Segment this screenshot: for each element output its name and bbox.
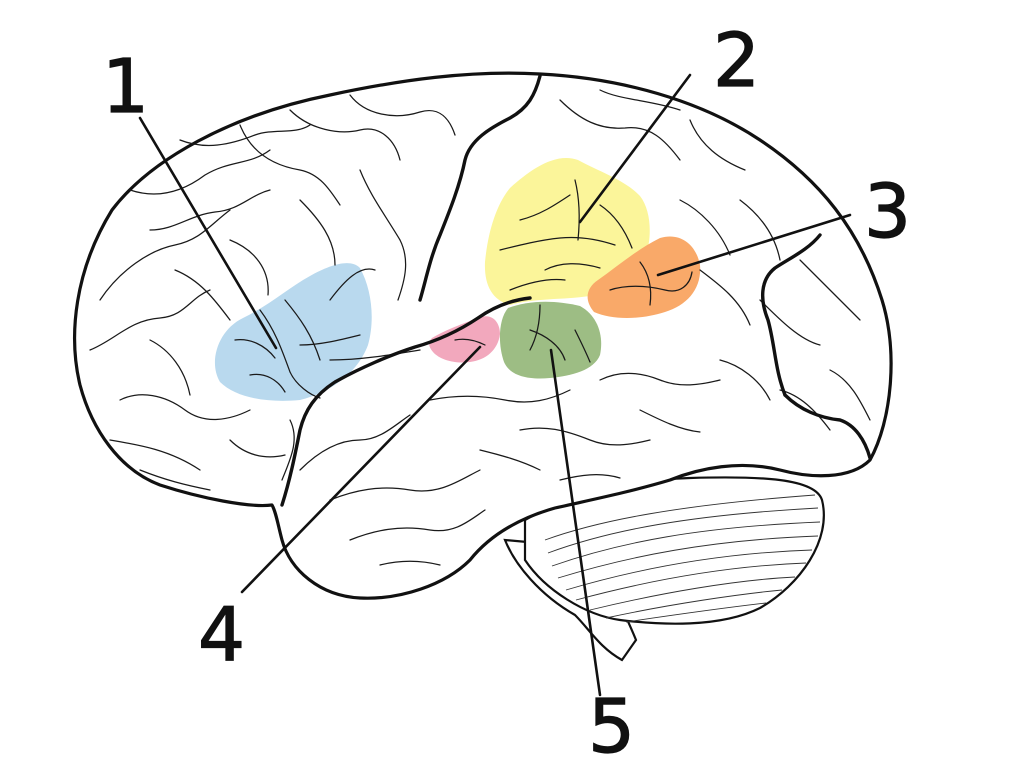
leader-line-4 (240, 345, 482, 594)
leader-line-2 (578, 73, 692, 224)
label-2: 2 (713, 18, 760, 104)
leader-line-3 (656, 213, 852, 277)
label-5: 5 (588, 684, 635, 770)
region-3-orange (587, 236, 701, 318)
gyri (89, 89, 871, 566)
cerebellum (523, 476, 825, 625)
leader-line-1 (138, 116, 278, 350)
label-3: 3 (864, 169, 911, 255)
label-1: 1 (102, 44, 149, 130)
leader-lines (138, 73, 852, 697)
leader-line-5 (549, 348, 602, 697)
region-2-yellow (484, 158, 650, 305)
number-labels: 1 2 3 4 5 (101, 17, 911, 770)
label-4: 4 (198, 592, 245, 678)
major-sulci (280, 74, 872, 507)
